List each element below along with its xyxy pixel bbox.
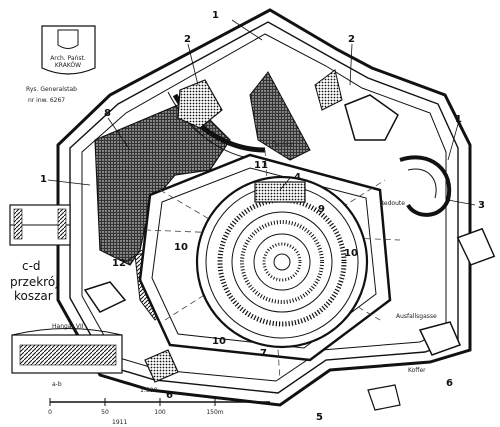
annotation-bastion: Bastion bbox=[272, 141, 295, 148]
archive-note-line-1: Rys. Generalstab bbox=[26, 86, 77, 93]
label-12: 12 bbox=[112, 258, 126, 269]
gate-building bbox=[254, 181, 306, 203]
label-2-right: 2 bbox=[348, 34, 355, 45]
glacis-hatched-area-2 bbox=[249, 71, 311, 161]
section-cd-drawing bbox=[9, 204, 71, 246]
scale-tick-1: 50 bbox=[101, 409, 109, 416]
section-caption-line-1: przekrój bbox=[10, 275, 59, 289]
scale-label: 1:500 bbox=[140, 387, 157, 394]
annotation-ausfall: Ausfallsgasse bbox=[396, 313, 437, 320]
archive-note-line-2: nr inw. 6267 bbox=[28, 97, 65, 104]
scale-tick-0: 0 bbox=[48, 409, 52, 416]
archive-crest: Arch. Państ. KRAKÓW bbox=[41, 25, 96, 75]
label-2-left: 2 bbox=[184, 34, 191, 45]
section-ab-drawing bbox=[11, 328, 123, 374]
label-11: 11 bbox=[254, 160, 268, 171]
label-1-top: 1 bbox=[212, 10, 219, 21]
label-5: 5 bbox=[316, 412, 323, 423]
section-label-ab: a-b bbox=[52, 381, 62, 388]
label-7: 7 bbox=[260, 348, 267, 359]
year-label: 1911 bbox=[112, 419, 127, 426]
label-10-left: 10 bbox=[174, 242, 188, 253]
leader-lines bbox=[47, 19, 476, 263]
scale-bar: 0 50 100 150m bbox=[48, 398, 270, 416]
number-labels: 1 2 2 1 8 1 3 4 11 9 10 10 10 12 7 6 6 5 bbox=[40, 10, 485, 423]
label-9: 9 bbox=[318, 204, 325, 215]
bastion-right bbox=[399, 155, 452, 217]
small-outworks bbox=[83, 227, 496, 411]
label-6-right: 6 bbox=[446, 378, 453, 389]
label-1-right: 1 bbox=[455, 114, 462, 125]
section-label-cd: c-d bbox=[22, 259, 41, 273]
section-caption-line-2: koszar bbox=[14, 289, 53, 303]
label-6-left: 6 bbox=[166, 390, 173, 401]
label-10-bottom: 10 bbox=[212, 336, 226, 347]
crest-line-1: Arch. Państ. bbox=[50, 55, 86, 62]
caponier-right bbox=[314, 69, 399, 141]
caponier-left bbox=[177, 79, 223, 129]
hangar-label: Hangar VII bbox=[52, 323, 84, 330]
scale-tick-3: 150m bbox=[206, 409, 223, 416]
scale-tick-2: 100 bbox=[154, 409, 166, 416]
label-3: 3 bbox=[478, 200, 485, 211]
annotation-redoute: Redoute bbox=[380, 200, 405, 207]
annotation-koffer: Koffer bbox=[408, 367, 426, 374]
label-1-left: 1 bbox=[40, 174, 47, 185]
label-4: 4 bbox=[294, 172, 301, 183]
label-8: 8 bbox=[104, 108, 111, 119]
label-10-right: 10 bbox=[344, 248, 358, 259]
crest-line-2: KRAKÓW bbox=[55, 62, 81, 69]
